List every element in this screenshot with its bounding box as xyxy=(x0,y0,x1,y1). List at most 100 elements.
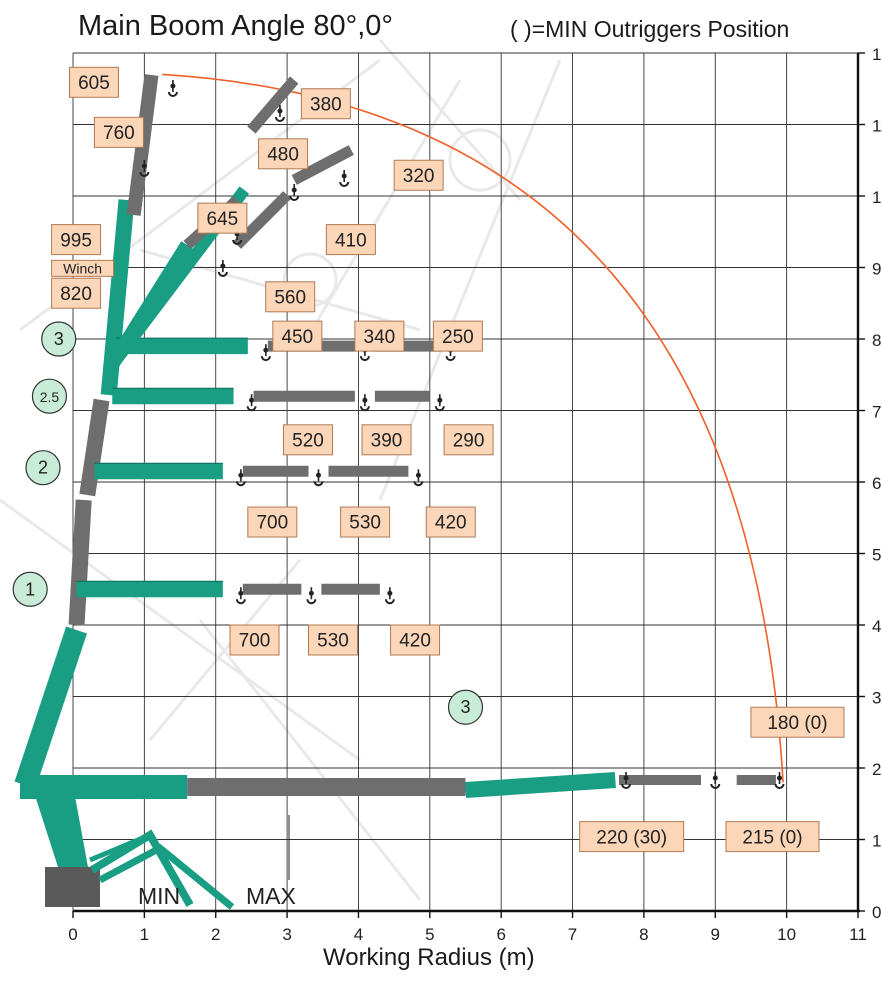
hook-body xyxy=(232,239,243,245)
load-label-box xyxy=(425,506,476,538)
watermark-line xyxy=(0,498,361,762)
y-tick-label: 6 xyxy=(872,474,881,493)
circle-label: 1 xyxy=(25,579,35,599)
load-label-box xyxy=(93,116,144,148)
hook-block xyxy=(249,397,255,403)
load-label: 605 xyxy=(78,73,110,94)
load-label-box xyxy=(51,277,102,309)
hook-body xyxy=(235,599,246,605)
low-jib xyxy=(464,772,616,798)
x-tick-label: 11 xyxy=(849,925,867,944)
crane-column xyxy=(30,780,88,867)
load-label: 700 xyxy=(239,631,271,652)
load-label: 450 xyxy=(281,327,313,348)
y-tick-label: 5 xyxy=(872,546,881,565)
hook-block xyxy=(141,163,147,169)
y-tick-label: 4 xyxy=(872,617,881,636)
load-label-box xyxy=(443,424,494,456)
load-label: 700 xyxy=(256,513,288,534)
y-tick-label: 12 xyxy=(872,45,882,64)
hook-icon xyxy=(710,772,721,789)
axis-ticks: 012345678910110123456789101112 xyxy=(68,45,882,944)
hook-icon xyxy=(621,772,632,789)
hook-body xyxy=(445,355,456,362)
main-boom-tall xyxy=(14,626,88,789)
x-tick-label: 0 xyxy=(68,925,77,944)
angled-jib-ext xyxy=(291,145,354,185)
x-tick-label: 2 xyxy=(211,925,220,944)
x-tick-label: 1 xyxy=(140,925,149,944)
x-tick-label: 6 xyxy=(496,925,505,944)
hook-body xyxy=(710,783,721,789)
hook-body xyxy=(413,481,424,487)
load-label: 420 xyxy=(435,513,467,534)
load-label: 390 xyxy=(371,430,403,451)
hook-body xyxy=(235,481,246,487)
outrigger-note: ( )=MIN Outriggers Position xyxy=(510,16,790,42)
load-label: 530 xyxy=(317,631,349,652)
load-label: 530 xyxy=(349,513,381,534)
y-tick-label: 9 xyxy=(872,260,881,279)
load-label-box xyxy=(229,624,280,656)
circle-label: 3 xyxy=(460,697,470,717)
y-tick-label: 2 xyxy=(872,760,881,779)
hook-icon xyxy=(235,469,246,487)
y-tick-label: 1 xyxy=(872,832,881,851)
hook-icon xyxy=(306,587,317,605)
load-label: 220 (30) xyxy=(596,827,667,848)
hook-block xyxy=(437,397,443,403)
load-label-box xyxy=(272,320,323,352)
outrigger-min-label: MIN xyxy=(138,883,180,909)
y-tick-label: 11 xyxy=(872,117,882,136)
hook-icon xyxy=(235,587,246,605)
hook-icon xyxy=(246,394,257,412)
hook-block xyxy=(238,590,244,596)
hook-icon xyxy=(413,469,424,487)
hook-body xyxy=(621,783,632,789)
load-label-box xyxy=(750,706,845,738)
circle-marker xyxy=(31,378,68,414)
load-label: 380 xyxy=(310,94,342,115)
hook-icon xyxy=(359,394,370,412)
hook-block xyxy=(623,775,629,781)
x-tick-label: 3 xyxy=(282,925,291,944)
load-label: 290 xyxy=(453,430,485,451)
hook-body xyxy=(289,195,300,201)
angled-jib-ext xyxy=(233,191,291,249)
hook-block xyxy=(777,775,782,781)
load-label-box xyxy=(51,224,102,256)
y-tick-label: 3 xyxy=(872,689,881,708)
circle-marker xyxy=(447,689,484,725)
y-tick-label: 7 xyxy=(872,403,881,422)
hook-block xyxy=(170,83,176,89)
x-tick-label: 4 xyxy=(354,925,363,944)
hook-icon xyxy=(167,80,178,97)
outrigger-max-label: MAX xyxy=(246,883,296,909)
load-label-box xyxy=(258,138,309,170)
hook-block xyxy=(387,590,393,596)
y-tick-label: 10 xyxy=(872,188,882,207)
load-label-box xyxy=(265,281,316,313)
angled-jib-ext xyxy=(247,76,299,134)
hook-body xyxy=(774,783,785,789)
hook-icon xyxy=(313,469,324,487)
load-label-box xyxy=(432,320,483,352)
hook-body xyxy=(139,171,150,177)
load-label: 520 xyxy=(292,430,324,451)
hook-block xyxy=(291,187,297,193)
load-label: Winch xyxy=(63,260,102,276)
hook-icon xyxy=(774,772,785,789)
hook-body xyxy=(306,599,317,605)
hook-icon xyxy=(217,260,228,277)
chart-title: Main Boom Angle 80°,0° xyxy=(78,10,393,42)
load-label-box xyxy=(283,424,334,456)
load-label-box xyxy=(51,259,115,277)
watermark-line xyxy=(198,619,422,901)
hook-block xyxy=(308,590,314,596)
load-label: 410 xyxy=(335,230,367,251)
circle-marker xyxy=(12,571,48,607)
load-label: 340 xyxy=(364,327,396,348)
main-boom-tall-ext xyxy=(68,499,92,626)
load-label-box xyxy=(340,506,391,538)
